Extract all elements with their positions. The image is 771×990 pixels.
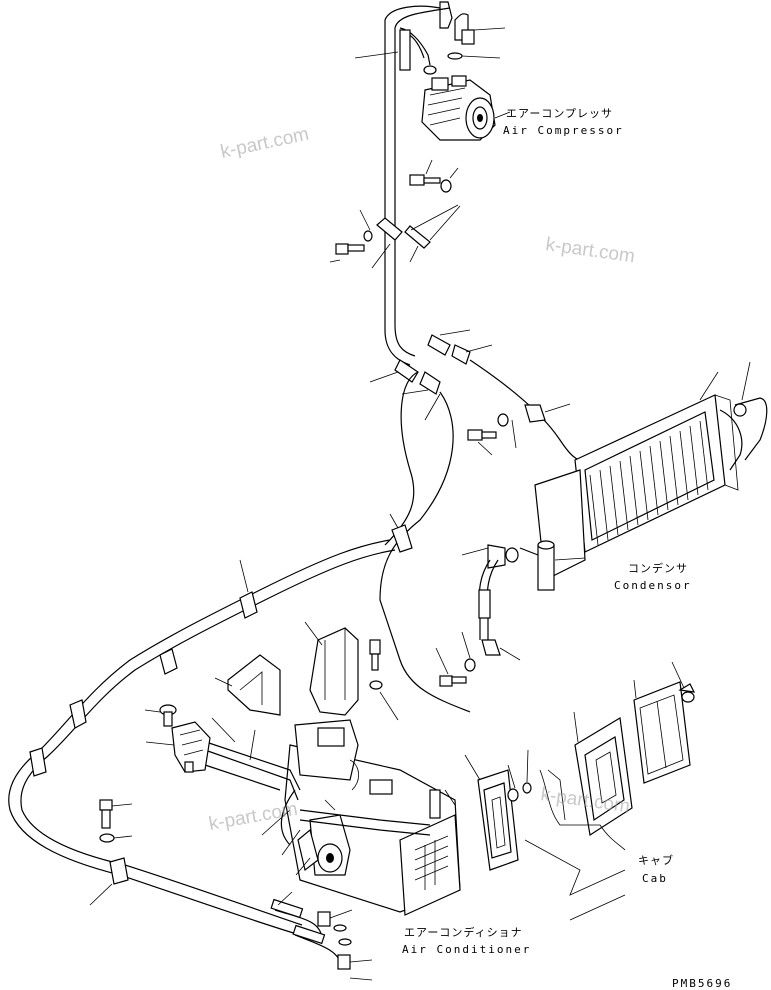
cab-nuts	[507, 749, 532, 802]
compressor-bolt	[409, 159, 459, 193]
compressor-label-jp: エアーコンプレッサ	[506, 107, 613, 120]
cab-panel	[573, 711, 633, 836]
expansion-valve	[145, 721, 211, 773]
drawing-code: PMB5696	[672, 977, 732, 990]
cab-label-jp: キャブ	[638, 853, 674, 867]
mid-hose-fittings	[369, 329, 493, 421]
mid-bolt	[467, 403, 571, 456]
upper-clamps	[371, 204, 461, 269]
air-conditioner-label-en: Air Conditioner	[402, 943, 531, 956]
compressor-label-en: Air Compressor	[503, 124, 624, 137]
left-hose-loop	[8, 513, 413, 936]
receiver-drier	[505, 540, 586, 591]
lower-mid-clamp	[435, 631, 521, 687]
air-conditioner-label-jp: エアーコンディショナ	[404, 925, 523, 939]
air-conditioner-part	[280, 719, 461, 916]
wing-nut	[671, 661, 696, 703]
ac-bolt	[144, 704, 177, 727]
duct-bolt	[369, 639, 399, 721]
watermark: k-part.com	[544, 234, 636, 267]
condenser-label-en: Condensor	[614, 579, 692, 592]
upper-hose	[384, 5, 451, 366]
hose-sleeve	[399, 29, 411, 71]
watermark: k-part.com	[207, 799, 299, 835]
lower-condenser-hose	[461, 544, 506, 640]
cab-filter	[464, 754, 519, 871]
condenser-part	[534, 361, 768, 581]
cab-grille	[633, 679, 691, 784]
condenser-label-jp: コンデンサ	[628, 561, 688, 575]
air-compressor-part	[421, 75, 511, 141]
ac-leaders	[261, 799, 336, 876]
clamp-bolt	[329, 209, 373, 263]
o-rings-compressor	[354, 51, 501, 75]
cab-label-en: Cab	[642, 872, 668, 885]
cab-corner	[524, 769, 626, 921]
watermark: k-part.com	[219, 124, 311, 163]
ac-tubes	[199, 717, 431, 836]
top-fitting	[439, 1, 506, 45]
lower-hose-ends	[270, 891, 373, 981]
duct-pieces	[214, 621, 359, 716]
lower-left-bolt	[99, 799, 133, 843]
